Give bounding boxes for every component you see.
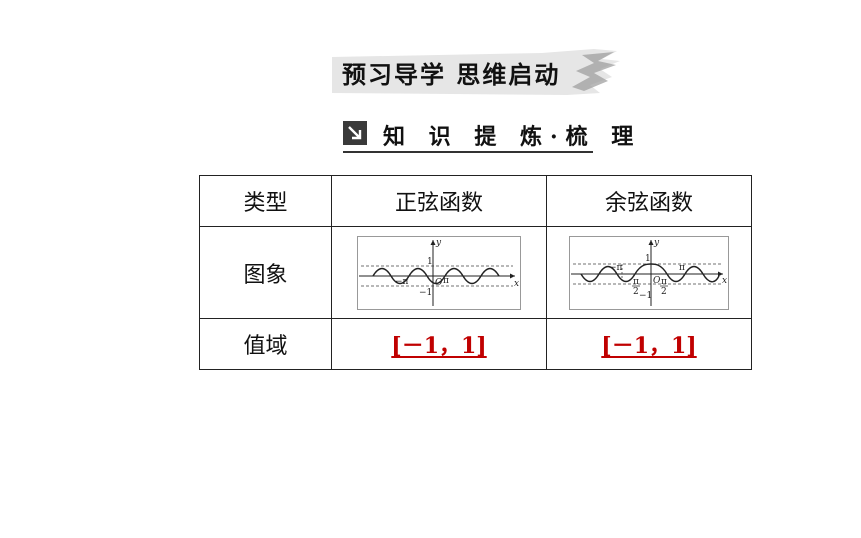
sine-graph: y x 1 −1 −π O π bbox=[357, 235, 521, 310]
sine-tick-1: 1 bbox=[427, 257, 433, 267]
cosine-y-label: y bbox=[653, 238, 660, 248]
cosine-tick-negpi2-den: 2 bbox=[633, 287, 639, 297]
subheading-underline bbox=[343, 151, 593, 153]
cosine-range-cell: [－1，1] bbox=[546, 318, 752, 370]
section-title: 预习导学 思维启动 bbox=[342, 61, 561, 89]
sine-range-cell: [－1，1] bbox=[331, 318, 547, 370]
graph-row: 图象 y x 1 −1 −π O π bbox=[199, 226, 752, 319]
sine-tick-negpi: −π bbox=[395, 277, 409, 287]
sine-tick-neg1: −1 bbox=[419, 288, 432, 298]
subheading-label: 知 识 提 炼·梳 理 bbox=[383, 124, 642, 150]
cosine-tick-1: 1 bbox=[645, 254, 651, 264]
brush-stroke-decoration bbox=[332, 49, 620, 95]
table-header-row: 类型 正弦函数 余弦函数 bbox=[199, 175, 752, 227]
sine-origin: O bbox=[435, 278, 443, 288]
sine-graph-cell: y x 1 −1 −π O π bbox=[331, 226, 547, 319]
cosine-tick-negpi: −π bbox=[609, 263, 623, 273]
sine-range-value: [－1，1] bbox=[391, 333, 487, 359]
cosine-tick-pi2-den: 2 bbox=[661, 287, 667, 297]
range-row: 值域 [－1，1] [－1，1] bbox=[199, 318, 752, 370]
cosine-graph: y x 1 −1 −π π O π 2 π 2 bbox=[569, 235, 729, 310]
cosine-tick-negpi2-num: π bbox=[633, 277, 639, 287]
cosine-tick-pi2-num: π bbox=[661, 277, 667, 287]
cosine-tick-neg1: −1 bbox=[639, 291, 652, 301]
cosine-graph-cell: y x 1 −1 −π π O π 2 π 2 bbox=[546, 226, 752, 319]
subheading: 知 识 提 炼·梳 理 bbox=[343, 118, 633, 154]
graph-row-label: 图象 bbox=[199, 226, 332, 319]
arrow-down-right-icon bbox=[343, 121, 367, 145]
sine-y-label: y bbox=[435, 238, 442, 248]
header-cosine: 余弦函数 bbox=[546, 175, 752, 227]
sine-x-label: x bbox=[514, 279, 519, 289]
cosine-range-value: [－1，1] bbox=[601, 333, 697, 359]
section-banner: 预习导学 思维启动 bbox=[332, 47, 622, 99]
header-sine: 正弦函数 bbox=[331, 175, 547, 227]
function-comparison-table: 类型 正弦函数 余弦函数 图象 y x 1 −1 −π O π bbox=[199, 175, 752, 370]
cosine-x-label: x bbox=[722, 276, 727, 286]
sine-tick-pi: π bbox=[443, 276, 449, 286]
header-type: 类型 bbox=[199, 175, 332, 227]
cosine-tick-pi: π bbox=[679, 263, 685, 273]
range-row-label: 值域 bbox=[199, 318, 332, 370]
cosine-origin: O bbox=[653, 276, 661, 286]
